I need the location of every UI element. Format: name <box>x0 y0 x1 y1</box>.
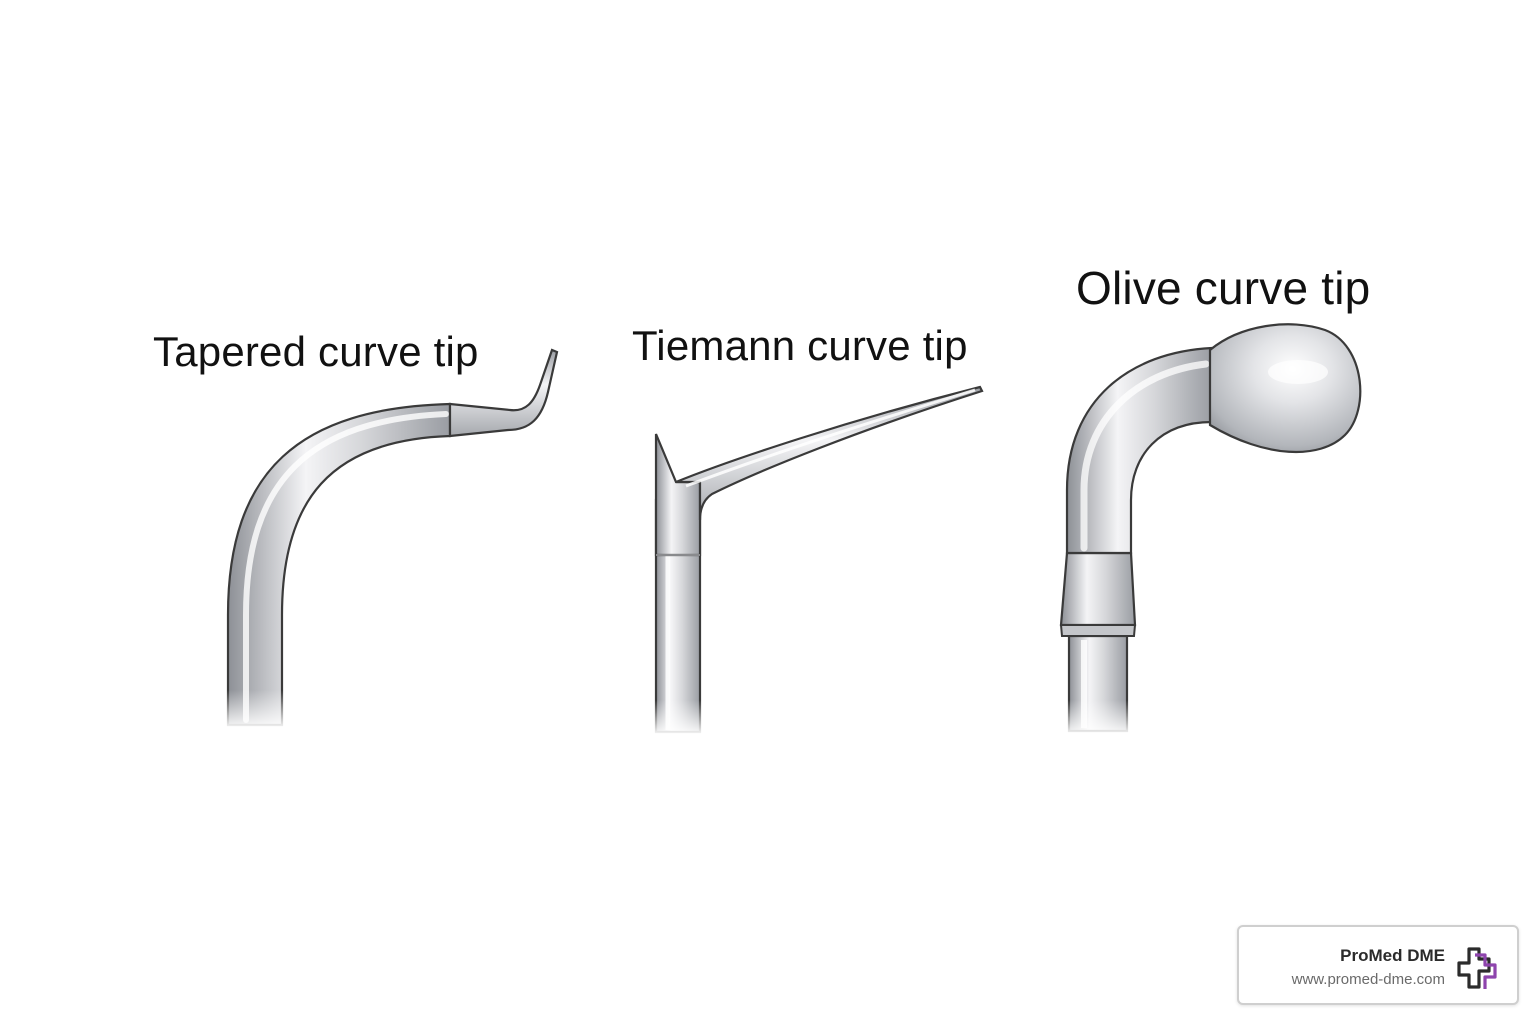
olive-curve-tip-label: Olive curve tip <box>1076 262 1371 314</box>
olive-curve-tip-drawing <box>1059 323 1362 736</box>
tapered-curve-tip-drawing <box>220 348 559 730</box>
tapered-curve-tip-label: Tapered curve tip <box>153 328 479 375</box>
brand-name: ProMed DME <box>1340 946 1445 965</box>
brand-watermark-card: ProMed DME www.promed-dme.com <box>1237 925 1519 1005</box>
brand-url: www.promed-dme.com <box>1291 971 1445 988</box>
medical-cross-logo-icon <box>1457 947 1497 989</box>
tiemann-curve-tip-drawing <box>648 385 984 736</box>
tiemann-curve-tip-label: Tiemann curve tip <box>632 322 968 369</box>
